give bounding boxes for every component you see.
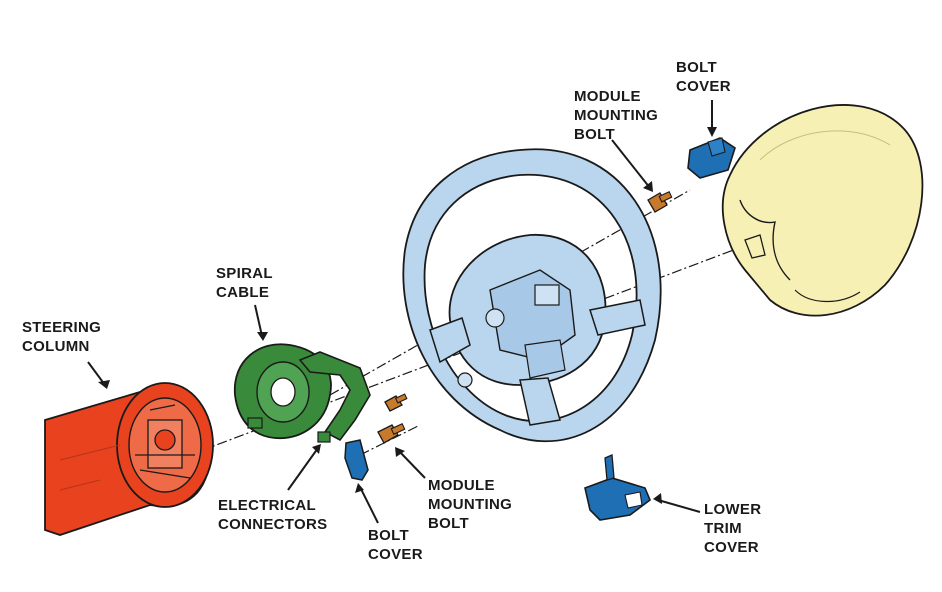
label-lower-trim-cover: LOWER TRIM COVER [704,501,762,556]
arrow-heads [98,127,717,504]
module-mounting-bolt-upper [647,191,673,213]
module-mounting-bolt-lower [377,393,408,444]
label-steering-column: STEERING COLUMN [22,319,102,355]
label-arrows [87,100,713,524]
spiral-cable [234,343,371,443]
lower-trim-cover [584,454,651,521]
label-spiral-cable: SPIRAL CABLE [216,265,273,301]
airbag-module [721,104,924,317]
label-module-mounting-bolt-lower: MODULE MOUNTING BOLT [428,477,513,532]
bolt-cover-upper [687,137,736,179]
steering-column [44,382,214,536]
bolt-cover-lower [344,439,369,481]
label-electrical-connectors: ELECTRICAL CONNECTORS [218,497,328,533]
label-bolt-cover-upper: BOLT COVER [676,59,731,95]
label-bolt-cover-lower: BOLT COVER [368,527,423,563]
label-module-mounting-bolt-upper: MODULE MOUNTING BOLT [574,88,659,143]
steering-wheel [402,148,662,443]
